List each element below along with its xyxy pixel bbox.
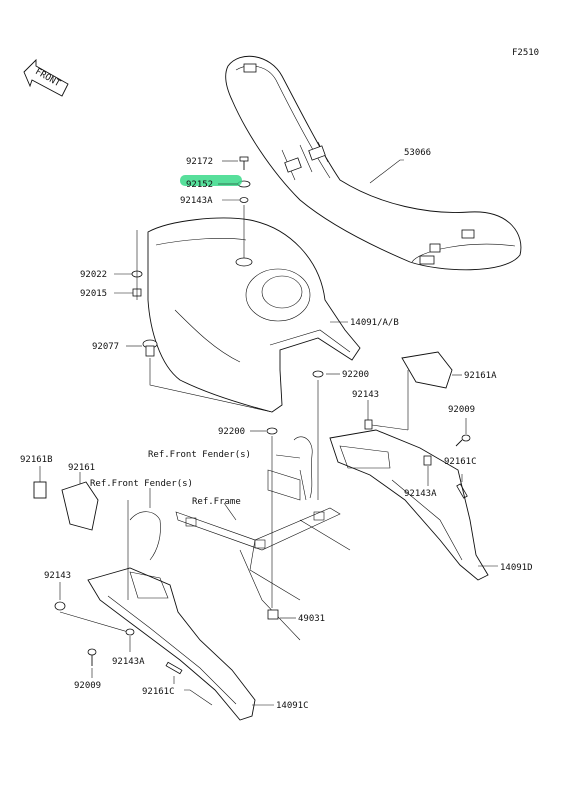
nut-92143-right: [364, 419, 373, 430]
front-arrow-icon: FRONT: [23, 58, 69, 97]
screw-92009-left: [87, 648, 97, 666]
washer-92143A-top: [239, 197, 249, 203]
label-92161C-left: 92161C: [142, 687, 175, 697]
label-92152: 92152: [186, 180, 213, 190]
nut-92143-left: [54, 601, 66, 611]
grommet-92200-a: [312, 370, 324, 378]
ref-frame: [175, 469, 351, 641]
label-49031: 49031: [298, 614, 325, 624]
label-92200-a: 92200: [342, 370, 369, 380]
screw-92009-right: [455, 434, 471, 447]
label-53066: 53066: [404, 148, 431, 158]
label-92161B: 92161B: [20, 455, 53, 465]
band-92161C-right: [456, 483, 468, 499]
label-92161A: 92161A: [464, 371, 497, 381]
label-92143A-right: 92143A: [404, 489, 437, 499]
label-14091C: 14091C: [276, 701, 309, 711]
ref-front-fender-right: [293, 436, 313, 501]
front-arrow-label: FRONT: [33, 67, 62, 89]
label-92143-right: 92143: [352, 390, 379, 400]
label-92161C-right: 92161C: [444, 457, 477, 467]
pad-92161: [61, 481, 99, 531]
pad-92161B: [33, 481, 47, 499]
label-92161: 92161: [68, 463, 95, 473]
ref-front-fender-left: [129, 511, 161, 561]
front-cover-14091AB: [147, 217, 361, 413]
side-cover-14091D: [329, 429, 489, 581]
label-92143-left: 92143: [44, 571, 71, 581]
label-ref-frame: Ref.Frame: [192, 497, 241, 507]
screw-92172: [239, 156, 249, 170]
label-14091AB: 14091/A/B: [350, 318, 399, 328]
label-92077: 92077: [92, 342, 119, 352]
label-92172: 92172: [186, 157, 213, 167]
diagram-code: F2510: [512, 48, 539, 58]
label-92143A-left: 92143A: [112, 657, 145, 667]
pad-92161A: [401, 351, 453, 389]
seat-part: [225, 55, 522, 271]
washer-92143A-right: [423, 455, 432, 466]
label-92009-right: 92009: [448, 405, 475, 415]
clip-49031: [267, 609, 279, 620]
side-cover-14091C: [87, 567, 256, 721]
grommet-92200-b: [266, 427, 278, 435]
label-ref-front-fender-2: Ref.Front Fender(s): [90, 479, 193, 489]
label-92200-b: 92200: [218, 427, 245, 437]
label-ref-front-fender-1: Ref.Front Fender(s): [148, 450, 251, 460]
label-92143A-top: 92143A: [180, 196, 213, 206]
band-92161C-left: [165, 661, 183, 675]
label-92009-left: 92009: [74, 681, 101, 691]
highlight-marker: [180, 175, 242, 186]
label-92022: 92022: [80, 270, 107, 280]
label-92015: 92015: [80, 289, 107, 299]
washer-92143A-left: [125, 628, 135, 636]
clip-92077: [142, 339, 158, 357]
label-14091D: 14091D: [500, 563, 533, 573]
